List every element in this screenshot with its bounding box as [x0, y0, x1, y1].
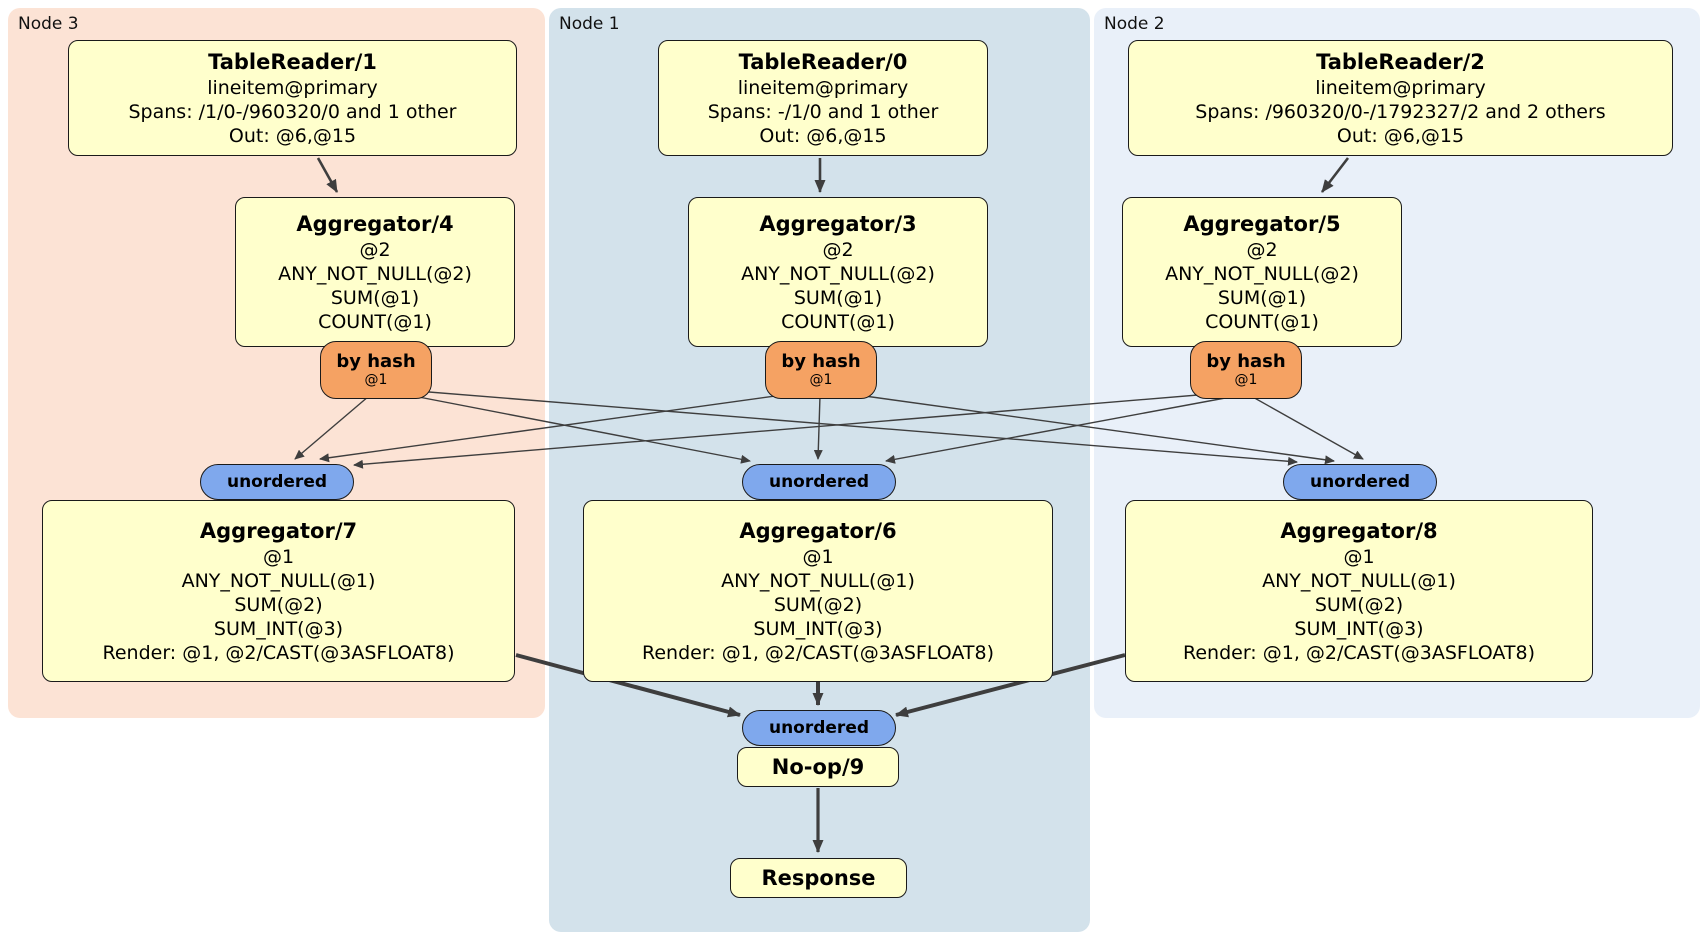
processor-title: Aggregator/4	[296, 211, 454, 236]
edge-router4-sync8	[403, 389, 1298, 466]
processor-detail: COUNT(@1)	[1205, 310, 1319, 333]
edge-router5-sync8	[1250, 395, 1364, 460]
processor-title: No-op/9	[771, 754, 865, 779]
edge-tablereader1-aggregator4	[316, 157, 339, 193]
processor-tablereader-1: TableReader/1 lineitem@primary Spans: /1…	[68, 40, 517, 156]
router-label: by hash	[781, 351, 861, 372]
processor-detail: SUM_INT(@3)	[1294, 617, 1424, 640]
processor-detail: Render: @1, @2/CAST(@3ASFLOAT8)	[102, 641, 455, 664]
processor-detail: @1	[802, 545, 834, 568]
edge-router4-sync7	[294, 395, 370, 460]
processor-tablereader-2: TableReader/2 lineitem@primary Spans: /9…	[1128, 40, 1673, 156]
edge-router3-sync6	[813, 395, 823, 460]
processor-detail: Spans: /960320/0-/1792327/2 and 2 others	[1195, 100, 1606, 123]
processor-detail: SUM_INT(@3)	[213, 617, 344, 640]
processor-detail: ANY_NOT_NULL(@1)	[721, 569, 915, 592]
processor-tablereader-0: TableReader/0 lineitem@primary Spans: -/…	[658, 40, 988, 156]
router-by-hash-4: by hash @1	[320, 341, 432, 399]
processor-detail: Out: @6,@15	[1336, 124, 1465, 147]
router-key: @1	[364, 372, 388, 388]
processor-detail: @1	[1343, 545, 1375, 568]
processor-detail: SUM(@2)	[234, 593, 323, 616]
processor-aggregator-3: Aggregator/3 @2 ANY_NOT_NULL(@2) SUM(@1)…	[688, 197, 988, 347]
sync-label: unordered	[768, 472, 870, 492]
processor-detail: SUM_INT(@3)	[753, 617, 883, 640]
processor-noop-9: No-op/9	[737, 747, 899, 787]
processor-detail: SUM(@1)	[793, 286, 883, 309]
router-by-hash-5: by hash @1	[1190, 341, 1302, 399]
edge-aggregator8-sync9	[895, 653, 1126, 718]
processor-detail: SUM(@2)	[1314, 593, 1404, 616]
processor-detail: ANY_NOT_NULL(@1)	[1262, 569, 1456, 592]
processor-detail: ANY_NOT_NULL(@2)	[1165, 262, 1359, 285]
processor-detail: ANY_NOT_NULL(@2)	[741, 262, 935, 285]
router-by-hash-3: by hash @1	[765, 341, 877, 399]
processor-detail: ANY_NOT_NULL(@1)	[181, 569, 376, 592]
sync-unordered-7: unordered	[200, 464, 354, 500]
processor-detail: @2	[1246, 238, 1278, 261]
region-node-1-label: Node 1	[559, 14, 620, 34]
processor-title: Response	[761, 865, 876, 890]
processor-aggregator-8: Aggregator/8 @1 ANY_NOT_NULL(@1) SUM(@2)…	[1125, 500, 1593, 682]
edge-router3-sync7	[319, 392, 798, 463]
region-node-3-label: Node 3	[18, 14, 79, 34]
sync-label: unordered	[768, 718, 870, 738]
processor-aggregator-4: Aggregator/4 @2 ANY_NOT_NULL(@2) SUM(@1)…	[235, 197, 515, 347]
processor-title: TableReader/2	[1316, 49, 1485, 74]
processor-detail: lineitem@primary	[1315, 76, 1486, 99]
processor-detail: Render: @1, @2/CAST(@3ASFLOAT8)	[642, 641, 994, 664]
processor-detail: @2	[359, 238, 391, 261]
processor-aggregator-7: Aggregator/7 @1 ANY_NOT_NULL(@1) SUM(@2)…	[42, 500, 515, 682]
processor-detail: Spans: /1/0-/960320/0 and 1 other	[128, 100, 457, 123]
sync-label: unordered	[226, 472, 328, 492]
processor-detail: COUNT(@1)	[318, 310, 432, 333]
sync-label: unordered	[1309, 472, 1411, 492]
processor-detail: Render: @1, @2/CAST(@3ASFLOAT8)	[1183, 641, 1535, 664]
processor-title: Aggregator/3	[759, 211, 917, 236]
processor-response: Response	[730, 858, 907, 898]
processor-title: Aggregator/8	[1280, 518, 1438, 543]
router-label: by hash	[1206, 351, 1286, 372]
processor-detail: lineitem@primary	[207, 76, 378, 99]
edge-aggregator7-sync9	[515, 653, 741, 718]
edge-router5-sync6	[885, 395, 1237, 464]
router-key: @1	[1234, 372, 1258, 388]
sync-unordered-9: unordered	[742, 710, 896, 746]
router-label: by hash	[336, 351, 416, 372]
processor-title: Aggregator/6	[739, 518, 897, 543]
processor-detail: Out: @6,@15	[759, 124, 887, 147]
region-node-2-label: Node 2	[1104, 14, 1165, 34]
router-key: @1	[809, 372, 833, 388]
processor-title: TableReader/0	[738, 49, 908, 74]
processor-detail: SUM(@1)	[1217, 286, 1307, 309]
edge-router5-sync7	[353, 392, 1223, 469]
edge-router4-sync6	[397, 392, 751, 464]
sync-unordered-6: unordered	[742, 464, 896, 500]
edge-router3-sync8	[842, 392, 1335, 465]
processor-title: Aggregator/5	[1183, 211, 1341, 236]
processor-detail: ANY_NOT_NULL(@2)	[278, 262, 472, 285]
processor-title: TableReader/1	[208, 49, 377, 74]
processor-aggregator-5: Aggregator/5 @2 ANY_NOT_NULL(@2) SUM(@1)…	[1122, 197, 1402, 347]
processor-aggregator-6: Aggregator/6 @1 ANY_NOT_NULL(@1) SUM(@2)…	[583, 500, 1053, 682]
edge-tablereader2-aggregator5	[1320, 157, 1350, 193]
processor-detail: Spans: -/1/0 and 1 other	[707, 100, 939, 123]
processor-detail: SUM(@2)	[773, 593, 863, 616]
processor-detail: COUNT(@1)	[781, 310, 895, 333]
sync-unordered-8: unordered	[1283, 464, 1437, 500]
processor-detail: lineitem@primary	[737, 76, 909, 99]
processor-detail: @2	[822, 238, 854, 261]
processor-detail: @1	[262, 545, 295, 568]
processor-detail: SUM(@1)	[330, 286, 420, 309]
processor-detail: Out: @6,@15	[228, 124, 357, 147]
processor-title: Aggregator/7	[199, 518, 358, 543]
